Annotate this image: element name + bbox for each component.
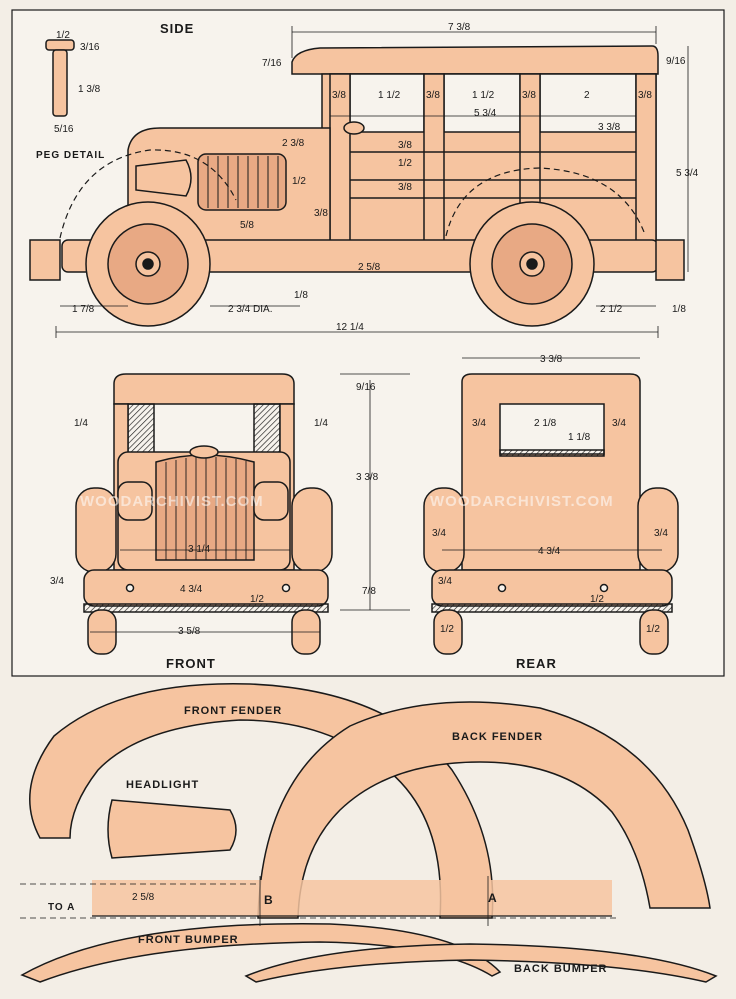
side-window-2 (443, 73, 521, 133)
peg-detail-label: PEG DETAIL (36, 150, 105, 161)
rear-view-label: REAR (516, 656, 557, 671)
svg-text:1 1/2: 1 1/2 (378, 90, 401, 101)
front-fender-label: FRONT FENDER (184, 705, 282, 717)
side-front-bumper (29, 239, 61, 281)
svg-text:2 1/2: 2 1/2 (600, 304, 623, 315)
svg-text:3/4: 3/4 (612, 418, 626, 429)
dimension-lines (20, 26, 689, 926)
svg-text:2 5/8: 2 5/8 (132, 892, 155, 903)
front-view (75, 373, 333, 655)
svg-text:12 1/4: 12 1/4 (336, 322, 364, 333)
side-roof (291, 45, 659, 75)
svg-text:1 7/8: 1 7/8 (72, 304, 95, 315)
svg-text:7/8: 7/8 (362, 586, 376, 597)
a-marker: A (488, 891, 498, 905)
svg-text:5 3/4: 5 3/4 (474, 108, 497, 119)
svg-text:3 3/8: 3 3/8 (356, 472, 379, 483)
svg-text:5 3/4: 5 3/4 (676, 168, 699, 179)
svg-text:3/4: 3/4 (654, 528, 668, 539)
svg-text:2 3/8: 2 3/8 (282, 138, 305, 149)
front-bumper-view (83, 569, 329, 607)
svg-text:3/8: 3/8 (398, 140, 412, 151)
front-right-fender (291, 487, 333, 573)
side-grille (197, 153, 287, 211)
svg-text:3 1/4: 3 1/4 (188, 544, 211, 555)
svg-text:3/4: 3/4 (50, 576, 64, 587)
svg-text:3/8: 3/8 (398, 182, 412, 193)
svg-text:3/8: 3/8 (638, 90, 652, 101)
svg-text:3/4: 3/4 (432, 528, 446, 539)
front-left-pillar (127, 403, 155, 457)
svg-text:7/16: 7/16 (262, 58, 282, 69)
svg-text:5/16: 5/16 (54, 124, 74, 135)
svg-text:4 3/4: 4 3/4 (538, 546, 561, 557)
svg-text:7 3/8: 7 3/8 (448, 22, 471, 33)
svg-text:5/8: 5/8 (240, 220, 254, 231)
svg-text:2 5/8: 2 5/8 (358, 262, 381, 273)
back-fender-label: BACK FENDER (452, 731, 543, 743)
svg-text:2 3/4 DIA.: 2 3/4 DIA. (228, 304, 272, 315)
headlight-pattern (107, 799, 237, 859)
svg-text:3/16: 3/16 (80, 42, 100, 53)
front-roof (113, 373, 295, 405)
back-fender-pattern (257, 701, 711, 919)
side-window-3 (539, 73, 637, 133)
front-right-pillar (253, 403, 281, 457)
svg-text:3/8: 3/8 (426, 90, 440, 101)
svg-text:1 1/2: 1 1/2 (472, 90, 495, 101)
svg-text:3/4: 3/4 (472, 418, 486, 429)
front-left-headlight (117, 481, 153, 521)
svg-text:1 1/8: 1 1/8 (568, 432, 591, 443)
watermark-right: WOODARCHIVIST.COM (430, 493, 614, 510)
svg-text:3/8: 3/8 (332, 90, 346, 101)
side-rear-bumper (655, 239, 685, 281)
side-headlight (135, 159, 192, 197)
svg-text:1 3/8: 1 3/8 (78, 84, 101, 95)
b-marker: B (264, 893, 274, 907)
to-a-marker: TO A (48, 902, 75, 913)
svg-text:9/16: 9/16 (356, 382, 376, 393)
back-bumper-pattern (244, 943, 718, 983)
svg-text:1/8: 1/8 (294, 290, 308, 301)
rear-bumper-view (431, 569, 673, 607)
svg-text:3 3/8: 3 3/8 (540, 354, 563, 365)
svg-text:4 3/4: 4 3/4 (180, 584, 203, 595)
svg-text:1/2: 1/2 (56, 30, 70, 41)
svg-text:3/4: 3/4 (438, 576, 452, 587)
side-view-label: SIDE (160, 21, 194, 36)
svg-text:3/8: 3/8 (522, 90, 536, 101)
dimension-labels: 1/2 3/16 1 3/8 5/16 7 3/8 7/16 9/16 3/8 … (50, 22, 699, 903)
svg-text:1/2: 1/2 (250, 594, 264, 605)
svg-text:2 1/8: 2 1/8 (534, 418, 557, 429)
svg-text:1/2: 1/2 (590, 594, 604, 605)
watermark-left: WOODARCHIVIST.COM (80, 493, 264, 510)
svg-text:3 3/8: 3 3/8 (598, 122, 621, 133)
svg-text:1/2: 1/2 (646, 624, 660, 635)
svg-text:1/4: 1/4 (314, 418, 328, 429)
svg-text:1/2: 1/2 (292, 176, 306, 187)
svg-text:1/2: 1/2 (440, 624, 454, 635)
svg-text:9/16: 9/16 (666, 56, 686, 67)
front-bumper-pattern (20, 922, 502, 983)
svg-text:1/8: 1/8 (672, 304, 686, 315)
svg-text:1/2: 1/2 (398, 158, 412, 169)
front-view-label: FRONT (166, 656, 216, 671)
pattern-pieces (20, 682, 718, 983)
front-right-headlight (253, 481, 289, 521)
side-window-1 (349, 73, 425, 133)
rear-view (423, 373, 679, 655)
side-view (29, 45, 685, 327)
headlight-label: HEADLIGHT (126, 779, 199, 791)
peg-detail-drawing (45, 39, 75, 117)
svg-text:3/8: 3/8 (314, 208, 328, 219)
back-bumper-label: BACK BUMPER (514, 963, 608, 975)
svg-text:1/4: 1/4 (74, 418, 88, 429)
rear-window (499, 403, 605, 455)
front-bumper-label: FRONT BUMPER (138, 934, 239, 946)
svg-text:2: 2 (584, 90, 590, 101)
svg-text:3 5/8: 3 5/8 (178, 626, 201, 637)
